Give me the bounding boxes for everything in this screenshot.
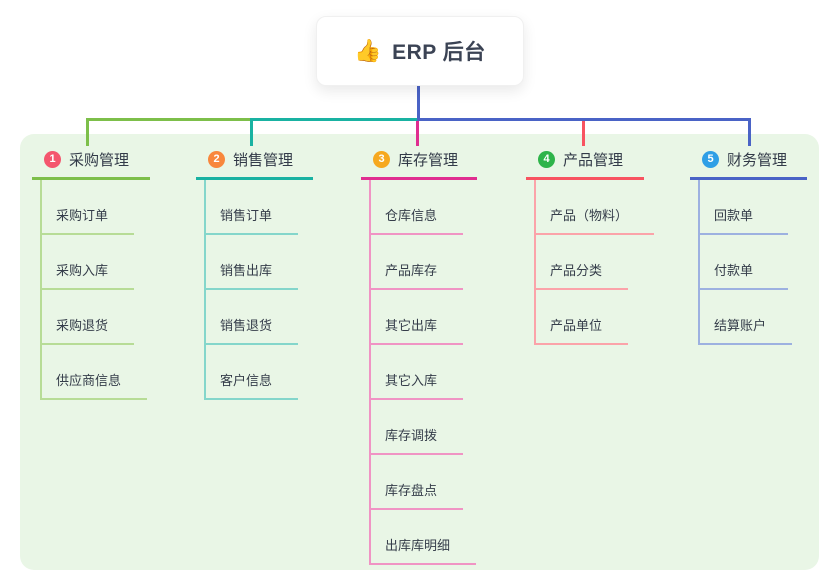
child-node[interactable]: 采购入库 — [42, 235, 135, 290]
branch-finance: 5 财务管理 回款单 付款单 结算账户 — [690, 145, 807, 345]
child-node[interactable]: 供应商信息 — [42, 345, 148, 400]
branch-label: 库存管理 — [398, 152, 459, 169]
child-node[interactable]: 采购退货 — [42, 290, 135, 345]
branch-label: 销售管理 — [233, 152, 294, 169]
badge-4: 4 — [538, 151, 555, 168]
child-node[interactable]: 销售退货 — [206, 290, 299, 345]
child-node[interactable]: 其它入库 — [371, 345, 464, 400]
child-node[interactable]: 回款单 — [700, 180, 788, 235]
connector-bus-segment-1 — [86, 118, 252, 121]
connector-drop-1 — [86, 118, 89, 146]
branch-children: 产品（物料） 产品分类 产品单位 — [534, 180, 655, 345]
branch-header-product[interactable]: 4 产品管理 — [526, 145, 644, 180]
branch-label: 采购管理 — [69, 152, 130, 169]
child-node[interactable]: 产品单位 — [536, 290, 629, 345]
child-node[interactable]: 销售出库 — [206, 235, 299, 290]
child-node[interactable]: 产品分类 — [536, 235, 629, 290]
connector-drop-2 — [250, 118, 253, 146]
branch-sales: 2 销售管理 销售订单 销售出库 销售退货 客户信息 — [196, 145, 313, 400]
child-node[interactable]: 产品（物料） — [536, 180, 655, 235]
connector-bus-segment-2 — [250, 118, 418, 121]
child-node[interactable]: 采购订单 — [42, 180, 135, 235]
branch-header-purchase[interactable]: 1 采购管理 — [32, 145, 150, 180]
branch-inventory: 3 库存管理 仓库信息 产品库存 其它出库 其它入库 库存调拨 库存盘点 出库库… — [361, 145, 477, 565]
branch-children: 采购订单 采购入库 采购退货 供应商信息 — [40, 180, 150, 400]
root-title: ERP 后台 — [392, 41, 486, 64]
connector-drop-3 — [416, 121, 419, 146]
connector-root-drop — [417, 84, 420, 121]
child-node[interactable]: 结算账户 — [700, 290, 793, 345]
child-node[interactable]: 产品库存 — [371, 235, 464, 290]
child-node[interactable]: 其它出库 — [371, 290, 464, 345]
badge-3: 3 — [373, 151, 390, 168]
branch-header-finance[interactable]: 5 财务管理 — [690, 145, 807, 180]
child-node[interactable]: 仓库信息 — [371, 180, 464, 235]
badge-2: 2 — [208, 151, 225, 168]
branch-children: 销售订单 销售出库 销售退货 客户信息 — [204, 180, 313, 400]
connector-bus-segment-3 — [417, 118, 751, 121]
child-node[interactable]: 付款单 — [700, 235, 788, 290]
branch-children: 仓库信息 产品库存 其它出库 其它入库 库存调拨 库存盘点 出库库明细 — [369, 180, 477, 565]
root-node[interactable]: 👍 ERP 后台 — [316, 16, 524, 86]
child-node[interactable]: 出库库明细 — [371, 510, 477, 565]
connector-drop-5 — [748, 118, 751, 146]
child-node[interactable]: 库存调拨 — [371, 400, 464, 455]
child-node[interactable]: 库存盘点 — [371, 455, 464, 510]
branch-label: 产品管理 — [563, 152, 624, 169]
branch-header-inventory[interactable]: 3 库存管理 — [361, 145, 477, 180]
badge-5: 5 — [702, 151, 719, 168]
connector-drop-4 — [582, 121, 585, 146]
branch-product: 4 产品管理 产品（物料） 产品分类 产品单位 — [526, 145, 655, 345]
badge-1: 1 — [44, 151, 61, 168]
branch-children: 回款单 付款单 结算账户 — [698, 180, 807, 345]
child-node[interactable]: 销售订单 — [206, 180, 299, 235]
branch-purchase: 1 采购管理 采购订单 采购入库 采购退货 供应商信息 — [32, 145, 150, 400]
background-panel — [20, 134, 819, 570]
branch-header-sales[interactable]: 2 销售管理 — [196, 145, 313, 180]
branch-label: 财务管理 — [727, 152, 788, 169]
child-node[interactable]: 客户信息 — [206, 345, 299, 400]
thumbs-up-icon: 👍 — [354, 38, 383, 63]
